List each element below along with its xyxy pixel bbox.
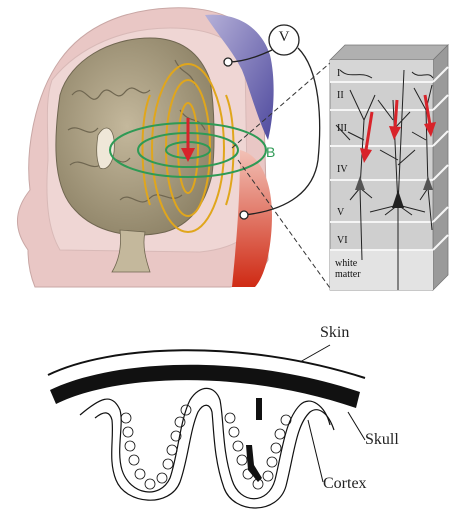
layer-label-6: VI: [337, 236, 348, 246]
layer-label-5: V: [337, 208, 344, 218]
layer-label-3: III: [337, 124, 347, 134]
layer-label-1: I: [337, 69, 340, 79]
cortical-cells: [121, 405, 291, 489]
head-illustration: [17, 8, 273, 287]
layer-label-4: IV: [337, 165, 348, 175]
voltmeter-label: V: [273, 30, 295, 45]
cortex-cross-section: [48, 345, 365, 508]
cortex-label: Cortex: [323, 476, 367, 492]
skin-label: Skin: [320, 325, 349, 341]
skull-label: Skull: [365, 432, 399, 448]
b-field-label: B: [266, 145, 275, 159]
dark-cortical-band: [246, 398, 262, 482]
brain-coronal-section: [56, 38, 214, 235]
white-matter-label: white matter: [335, 258, 385, 280]
label-pointers: [300, 345, 365, 482]
layer-label-2: II: [337, 91, 344, 101]
